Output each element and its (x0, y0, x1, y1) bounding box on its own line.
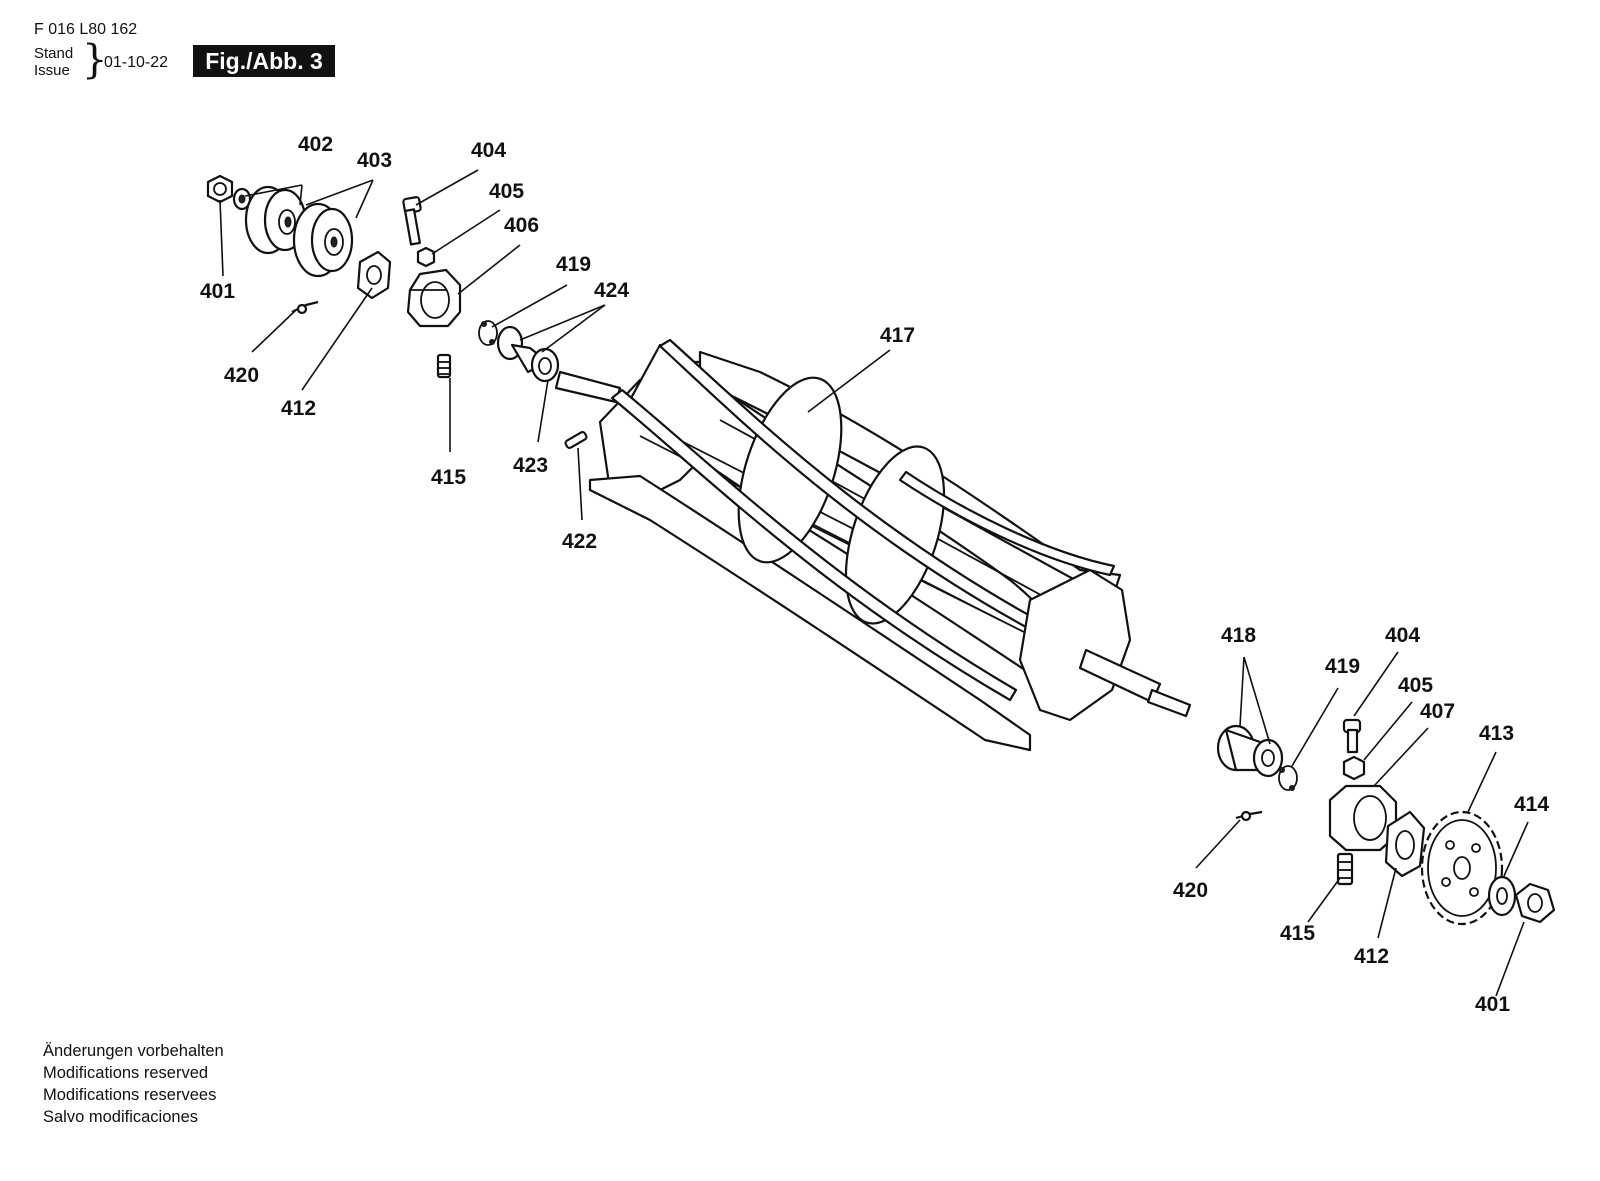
part-405-nut-right (1342, 755, 1366, 781)
label-412-right: 412 (1354, 945, 1389, 968)
part-402-washer-small (232, 187, 252, 211)
part-405-nut-left (416, 246, 436, 268)
label-413: 413 (1479, 722, 1514, 745)
part-417-reel (554, 338, 1192, 752)
label-405-left: 405 (489, 180, 524, 203)
part-404-bolt-right (1342, 718, 1362, 754)
label-417: 417 (880, 324, 915, 347)
part-401-nut-left (206, 174, 234, 204)
leader-lines (219, 169, 1529, 997)
label-419-left: 419 (556, 253, 591, 276)
brace-glyph: } (82, 37, 108, 83)
label-401-right: 401 (1475, 993, 1510, 1016)
part-415-screw-left (436, 353, 452, 379)
part-424-bearings (496, 325, 560, 383)
part-code: F 016 L80 162 (34, 21, 138, 38)
part-412-plate-left (356, 250, 392, 300)
label-415-left: 415 (431, 466, 466, 489)
part-403-wheel (292, 202, 354, 278)
stand-label: Stand (34, 45, 74, 62)
label-401-left: 401 (200, 280, 235, 303)
label-407: 407 (1420, 700, 1455, 723)
label-418: 418 (1221, 624, 1256, 647)
notice-german: Änderungen vorbehalten (43, 1042, 224, 1060)
part-404-bolt-left (402, 196, 422, 246)
part-401-nut-right (1514, 882, 1556, 924)
part-420-nipple-right (1235, 810, 1263, 822)
part-412-plate-right (1384, 810, 1426, 878)
label-423: 423 (513, 454, 548, 477)
label-406: 406 (504, 214, 539, 237)
part-406-housing (406, 268, 462, 328)
label-420-right: 420 (1173, 879, 1208, 902)
part-420-nipple-left (291, 300, 319, 315)
issue-label: Issue (34, 62, 70, 79)
part-413-sprocket (1420, 810, 1504, 926)
part-419-circlip-left (478, 320, 498, 346)
notice-spanish: Salvo modificaciones (43, 1108, 198, 1126)
figure-badge: Fig./Abb. 3 (193, 45, 335, 77)
notice-english: Modifications reserved (43, 1064, 209, 1082)
modifications-notice: Änderungen vorbehalten Modifications res… (43, 1040, 224, 1128)
label-424: 424 (594, 279, 629, 302)
label-414: 414 (1514, 793, 1549, 816)
label-405-right: 405 (1398, 674, 1433, 697)
notice-french: Modifications reservees (43, 1086, 217, 1104)
part-422-pin (564, 431, 588, 449)
issue-date: 01-10-22 (104, 54, 169, 71)
label-402: 402 (298, 133, 333, 156)
label-404-left: 404 (471, 139, 506, 162)
part-419-circlip-right (1278, 765, 1298, 791)
label-404-right: 404 (1385, 624, 1420, 647)
part-418-bearing (1216, 724, 1284, 778)
part-415-screw-right (1336, 852, 1354, 886)
stand-issue-label: Stand Issue (34, 45, 73, 79)
label-422: 422 (562, 530, 597, 553)
label-419-right: 419 (1325, 655, 1360, 678)
part-414-washer (1487, 875, 1517, 917)
label-420-left: 420 (224, 364, 259, 387)
label-412-left: 412 (281, 397, 316, 420)
label-415-right: 415 (1280, 922, 1315, 945)
label-403: 403 (357, 149, 392, 172)
